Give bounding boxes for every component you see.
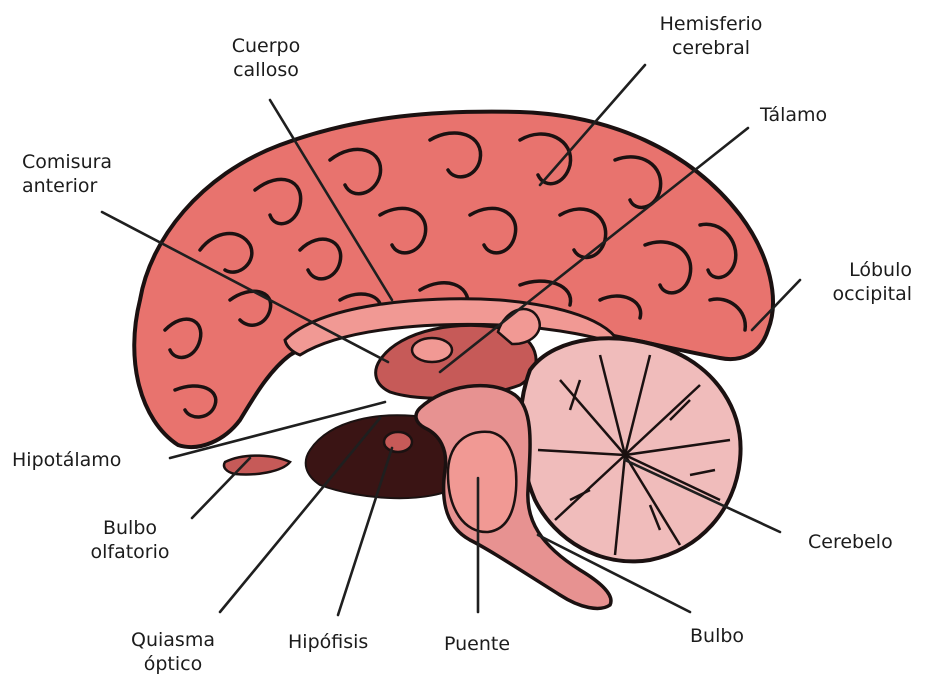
label-bulbo: Bulbo bbox=[690, 624, 744, 648]
pituitary bbox=[384, 432, 412, 452]
label-talamo: Tálamo bbox=[760, 103, 827, 127]
leader-quiasma-optico bbox=[220, 418, 380, 612]
leader-bulbo-olfatorio bbox=[192, 458, 250, 518]
label-hipotalamo: Hipotálamo bbox=[12, 448, 121, 472]
label-puente: Puente bbox=[444, 632, 510, 656]
thalamus bbox=[412, 338, 452, 362]
olfactory-bulb bbox=[224, 456, 290, 475]
label-cerebelo: Cerebelo bbox=[808, 530, 893, 554]
label-hipofisis: Hipófisis bbox=[288, 630, 368, 654]
pons bbox=[448, 432, 516, 532]
